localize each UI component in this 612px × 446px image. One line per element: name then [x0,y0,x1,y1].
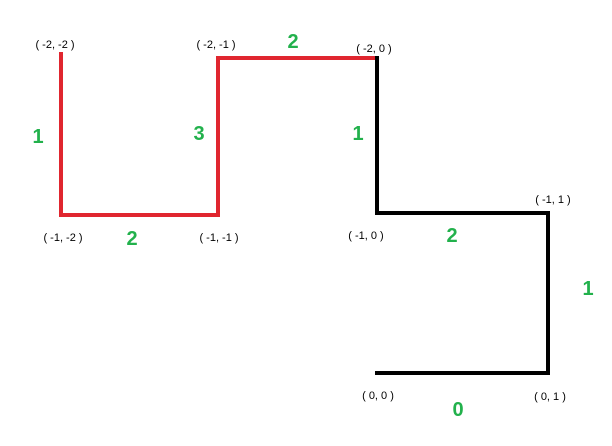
node-label-neg2-0: ( -2, 0 ) [356,43,391,55]
edge-weight-1: 1 [32,126,43,148]
node-label-0-1: ( 0, 1 ) [534,391,566,403]
node-label-neg1-1: ( -1, 1 ) [535,194,570,206]
edge-weight-7: 1 [582,278,593,300]
node-label-0-0: ( 0, 0 ) [362,390,394,402]
node-label-neg2-neg2: ( -2, -2 ) [35,39,74,51]
edge-weight-2: 2 [126,228,137,250]
node-label-neg2-neg1: ( -2, -1 ) [196,39,235,51]
edge-weight-6: 2 [446,225,457,247]
node-label-neg1-0: ( -1, 0 ) [348,230,383,242]
edge-weight-5: 1 [352,123,363,145]
node-label-neg1-neg1: ( -1, -1 ) [199,232,238,244]
edge-weight-3: 3 [193,123,204,145]
edge-weight-8: 0 [452,399,463,421]
edge-weight-4: 2 [287,31,298,53]
node-label-neg1-neg2: ( -1, -2 ) [43,232,82,244]
